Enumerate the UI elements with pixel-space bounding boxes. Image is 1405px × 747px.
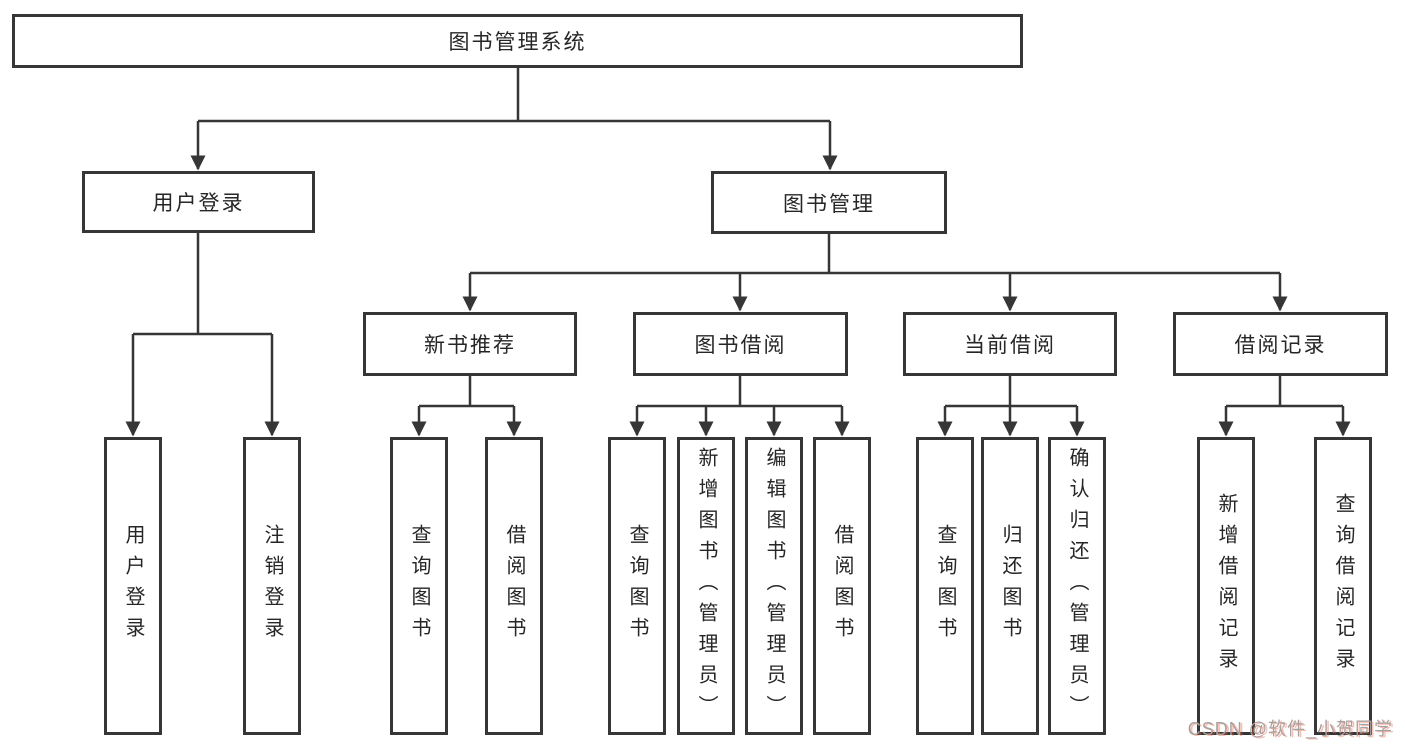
node-new-book-recommendation: 新书推荐 — [363, 312, 577, 376]
node-root-system: 图书管理系统 — [12, 14, 1023, 68]
leaf-return-books: 归还图书 — [981, 437, 1039, 735]
leaf-confirm-return-admin: 确认归还（管理员） — [1048, 437, 1106, 735]
leaf-query-borrowing-record: 查询借阅记录 — [1314, 437, 1372, 735]
leaf-query-books-borrowing: 查询图书 — [608, 437, 666, 735]
leaf-edit-books-admin: 编辑图书（管理员） — [745, 437, 803, 735]
leaf-query-books-recommendation: 查询图书 — [390, 437, 448, 735]
leaf-add-books-admin: 新增图书（管理员） — [677, 437, 735, 735]
leaf-add-borrowing-record: 新增借阅记录 — [1197, 437, 1255, 735]
leaf-borrow-books-recommendation: 借阅图书 — [485, 437, 543, 735]
node-book-management: 图书管理 — [711, 171, 947, 234]
node-current-borrowing: 当前借阅 — [903, 312, 1117, 376]
node-borrowing-records: 借阅记录 — [1173, 312, 1388, 376]
csdn-watermark: CSDN @软件_小贺同学 — [1187, 719, 1393, 739]
leaf-query-books-current: 查询图书 — [916, 437, 974, 735]
leaf-borrow-books-borrowing: 借阅图书 — [813, 437, 871, 735]
node-book-borrowing: 图书借阅 — [633, 312, 848, 376]
leaf-user-login: 用户登录 — [104, 437, 162, 735]
leaf-logout: 注销登录 — [243, 437, 301, 735]
node-user-login: 用户登录 — [82, 171, 315, 233]
